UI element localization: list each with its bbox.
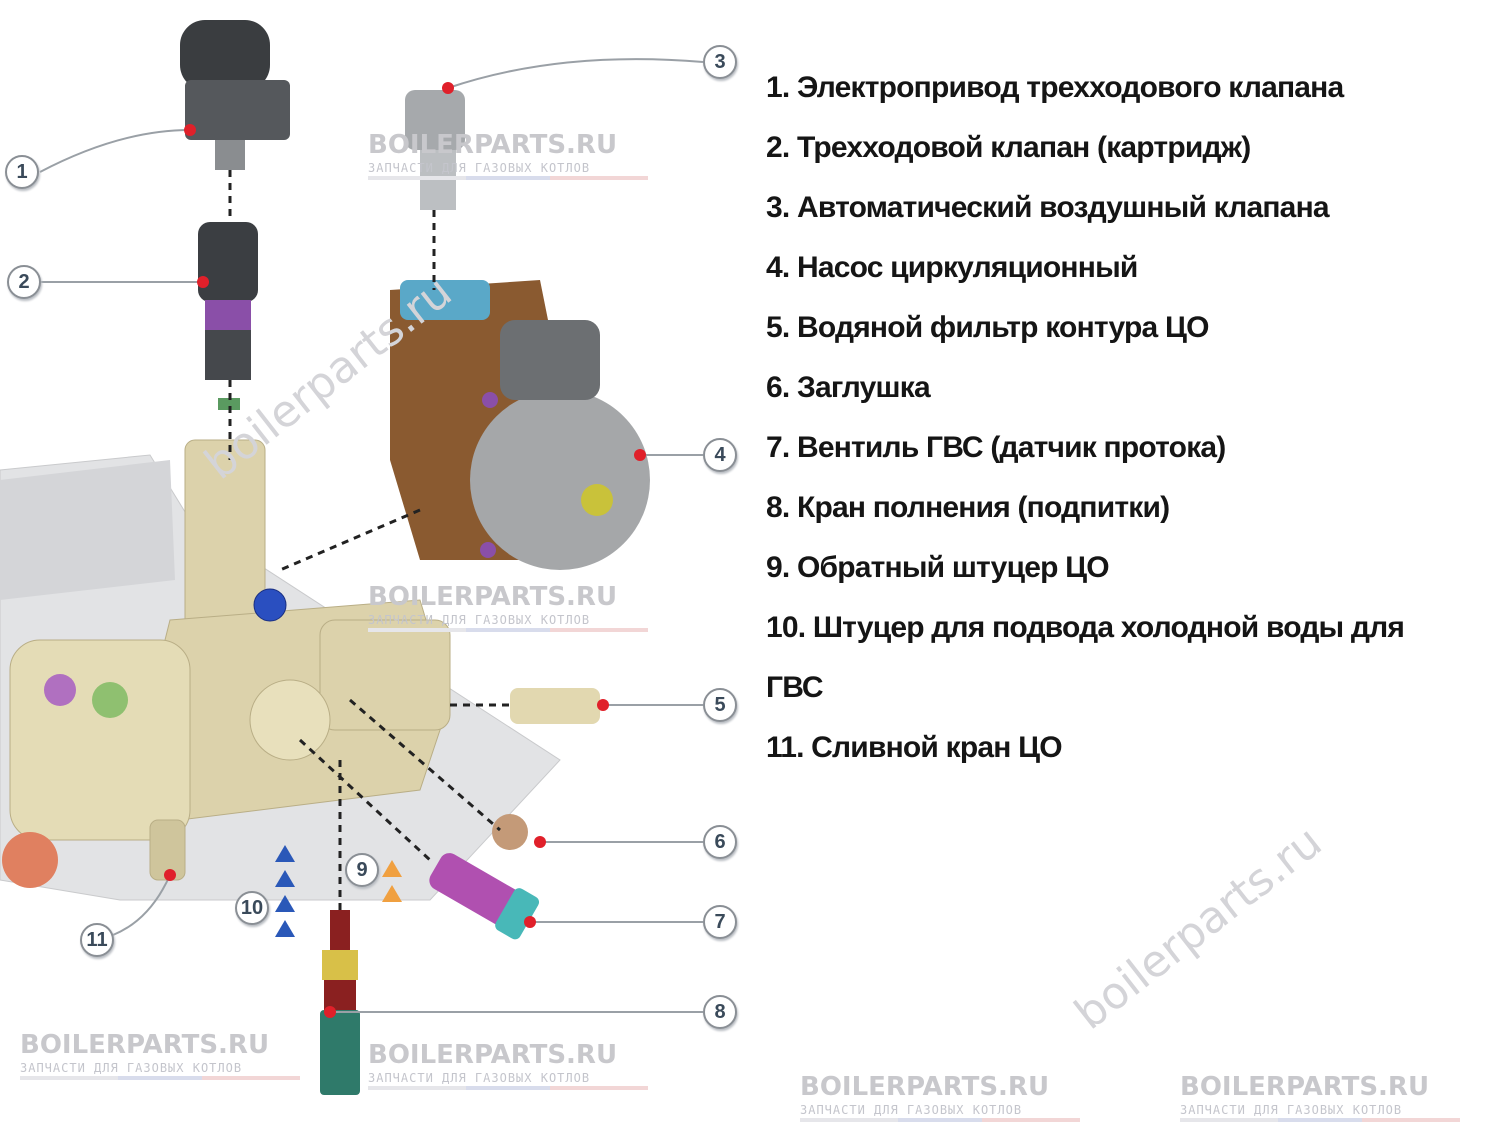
legend-item: ГВС <box>766 671 824 704</box>
callout-9: 9 <box>345 853 379 887</box>
heat-exchanger-body <box>0 460 175 600</box>
callout-8: 8 <box>703 995 737 1029</box>
part-dhw-valve <box>429 853 540 940</box>
legend-item: 3. Автоматический воздушный клапана <box>766 191 1330 224</box>
part-pump <box>390 280 650 570</box>
legend-item: 9. Обратный штуцер ЦО <box>766 551 1110 584</box>
red-markers <box>164 82 646 1018</box>
legend-item: 10. Штуцер для подвода холодной воды для <box>766 611 1405 644</box>
assembly-dashed-lines <box>228 170 510 910</box>
legend-item: 5. Водяной фильтр контура ЦО <box>766 311 1209 344</box>
flow-arrows <box>275 845 402 937</box>
callout-4: 4 <box>703 438 737 472</box>
callout-3: 3 <box>703 45 737 79</box>
legend-item: 2. Трехходовой клапан (картридж) <box>766 131 1251 164</box>
legend-item: 4. Насос циркуляционный <box>766 251 1138 284</box>
legend-item: 11. Сливной кран ЦО <box>766 731 1063 764</box>
callout-1: 1 <box>5 155 39 189</box>
part-actuator <box>180 20 290 170</box>
callout-6: 6 <box>703 825 737 859</box>
callout-5: 5 <box>703 688 737 722</box>
legend-item: 8. Кран полнения (подпитки) <box>766 491 1170 524</box>
leader-lines <box>39 58 704 1013</box>
part-air-vent <box>405 90 465 210</box>
part-plug <box>492 814 528 850</box>
parts-legend: 1. Электропривод трехходового клапана 2.… <box>766 58 1490 778</box>
callout-10: 10 <box>235 891 269 925</box>
part-fill-tap <box>320 910 360 1095</box>
legend-item: 1. Электропривод трехходового клапана <box>766 71 1344 104</box>
callout-11: 11 <box>80 923 114 957</box>
part-cartridge <box>198 222 258 410</box>
legend-item: 6. Заглушка <box>766 371 931 404</box>
legend-item: 7. Вентиль ГВС (датчик протока) <box>766 431 1226 464</box>
callout-2: 2 <box>7 265 41 299</box>
part-filter <box>510 688 600 724</box>
callout-7: 7 <box>703 905 737 939</box>
